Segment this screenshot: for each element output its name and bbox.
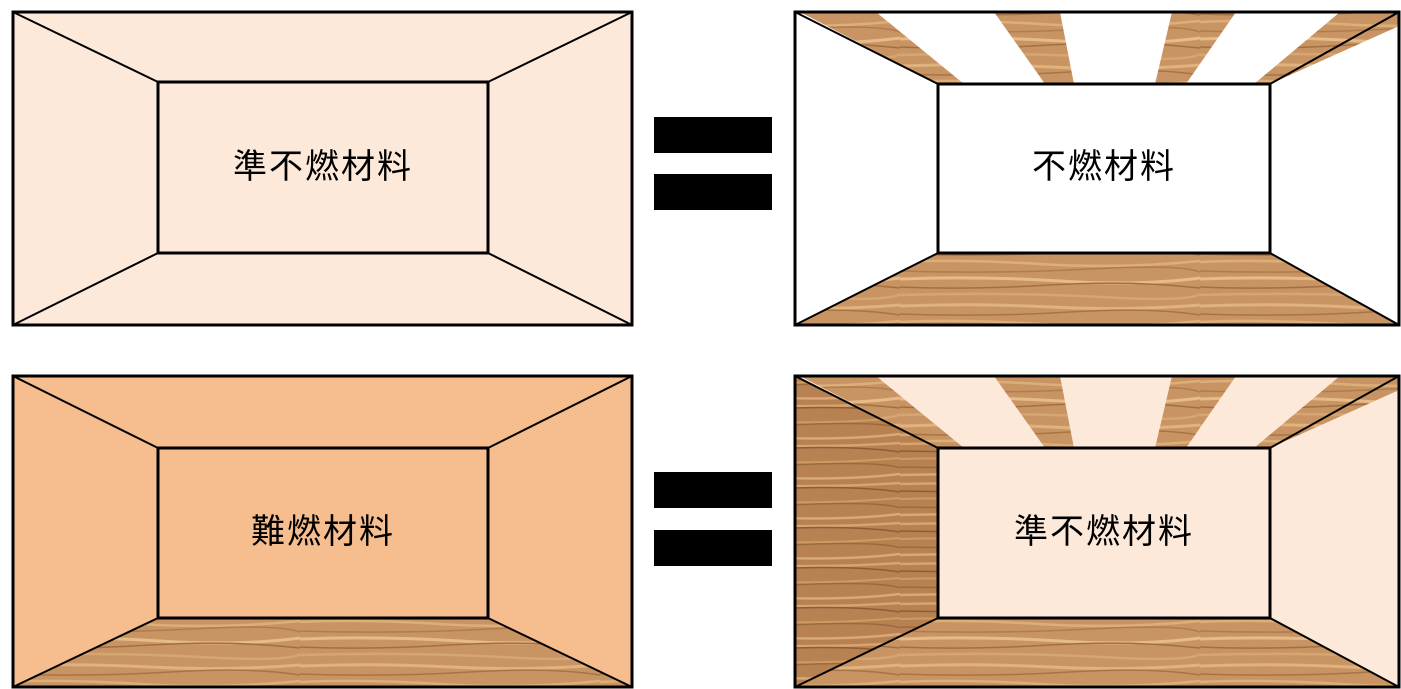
room-top-left: 準不燃材料 <box>11 10 634 327</box>
perspective-line <box>794 252 939 326</box>
perspective-line <box>487 617 633 688</box>
room-label: 準不燃材料 <box>233 147 413 187</box>
room-back-wall <box>156 80 490 255</box>
room-back-wall <box>936 82 1272 255</box>
perspective-line <box>794 11 939 85</box>
room-outer-frame <box>793 374 1401 689</box>
perspective-line <box>1269 11 1400 85</box>
perspective-line <box>12 375 159 449</box>
perspective-line <box>1269 252 1400 326</box>
equals-bar-lower <box>654 530 772 566</box>
equals-bar-upper <box>654 117 772 153</box>
perspective-line <box>487 375 633 449</box>
wood-floor <box>795 618 1399 687</box>
wood-ceiling-beam <box>994 12 1074 84</box>
perspective-line <box>794 617 939 688</box>
perspective-line <box>487 252 633 326</box>
equals-sign-top <box>654 117 772 210</box>
perspective-line <box>1269 375 1400 449</box>
room-bottom-left: 難燃材料 <box>11 374 634 689</box>
room-back-wall <box>936 446 1272 620</box>
equals-bar-lower <box>654 174 772 210</box>
room-back-wall <box>156 446 490 620</box>
room-bottom-right: 準不燃材料 <box>793 374 1401 689</box>
wood-floor <box>13 618 632 687</box>
perspective-line <box>12 252 159 326</box>
wood-ceiling-beam <box>994 376 1074 448</box>
wood-ceiling-beam <box>1155 12 1236 84</box>
perspective-line <box>1269 617 1400 688</box>
wood-floor <box>795 253 1399 325</box>
room-outer-frame <box>11 374 634 689</box>
wood-ceiling-beam <box>800 12 964 84</box>
room-top-right: 不燃材料 <box>793 10 1401 327</box>
room-label: 準不燃材料 <box>1014 512 1194 552</box>
wood-left-wall <box>795 376 938 687</box>
equals-bar-upper <box>654 472 772 508</box>
equals-sign-bottom <box>654 472 772 566</box>
wood-ceiling-beam <box>1155 376 1236 448</box>
perspective-line <box>12 11 159 83</box>
room-label: 難燃材料 <box>251 512 395 552</box>
perspective-line <box>794 375 939 449</box>
wood-ceiling-beam <box>1254 12 1399 84</box>
perspective-line <box>487 11 633 83</box>
wood-ceiling-beam <box>800 376 964 448</box>
perspective-line <box>12 617 159 688</box>
room-outer-frame <box>793 10 1401 327</box>
wood-ceiling-beam <box>1254 376 1399 448</box>
room-label: 不燃材料 <box>1032 147 1176 187</box>
